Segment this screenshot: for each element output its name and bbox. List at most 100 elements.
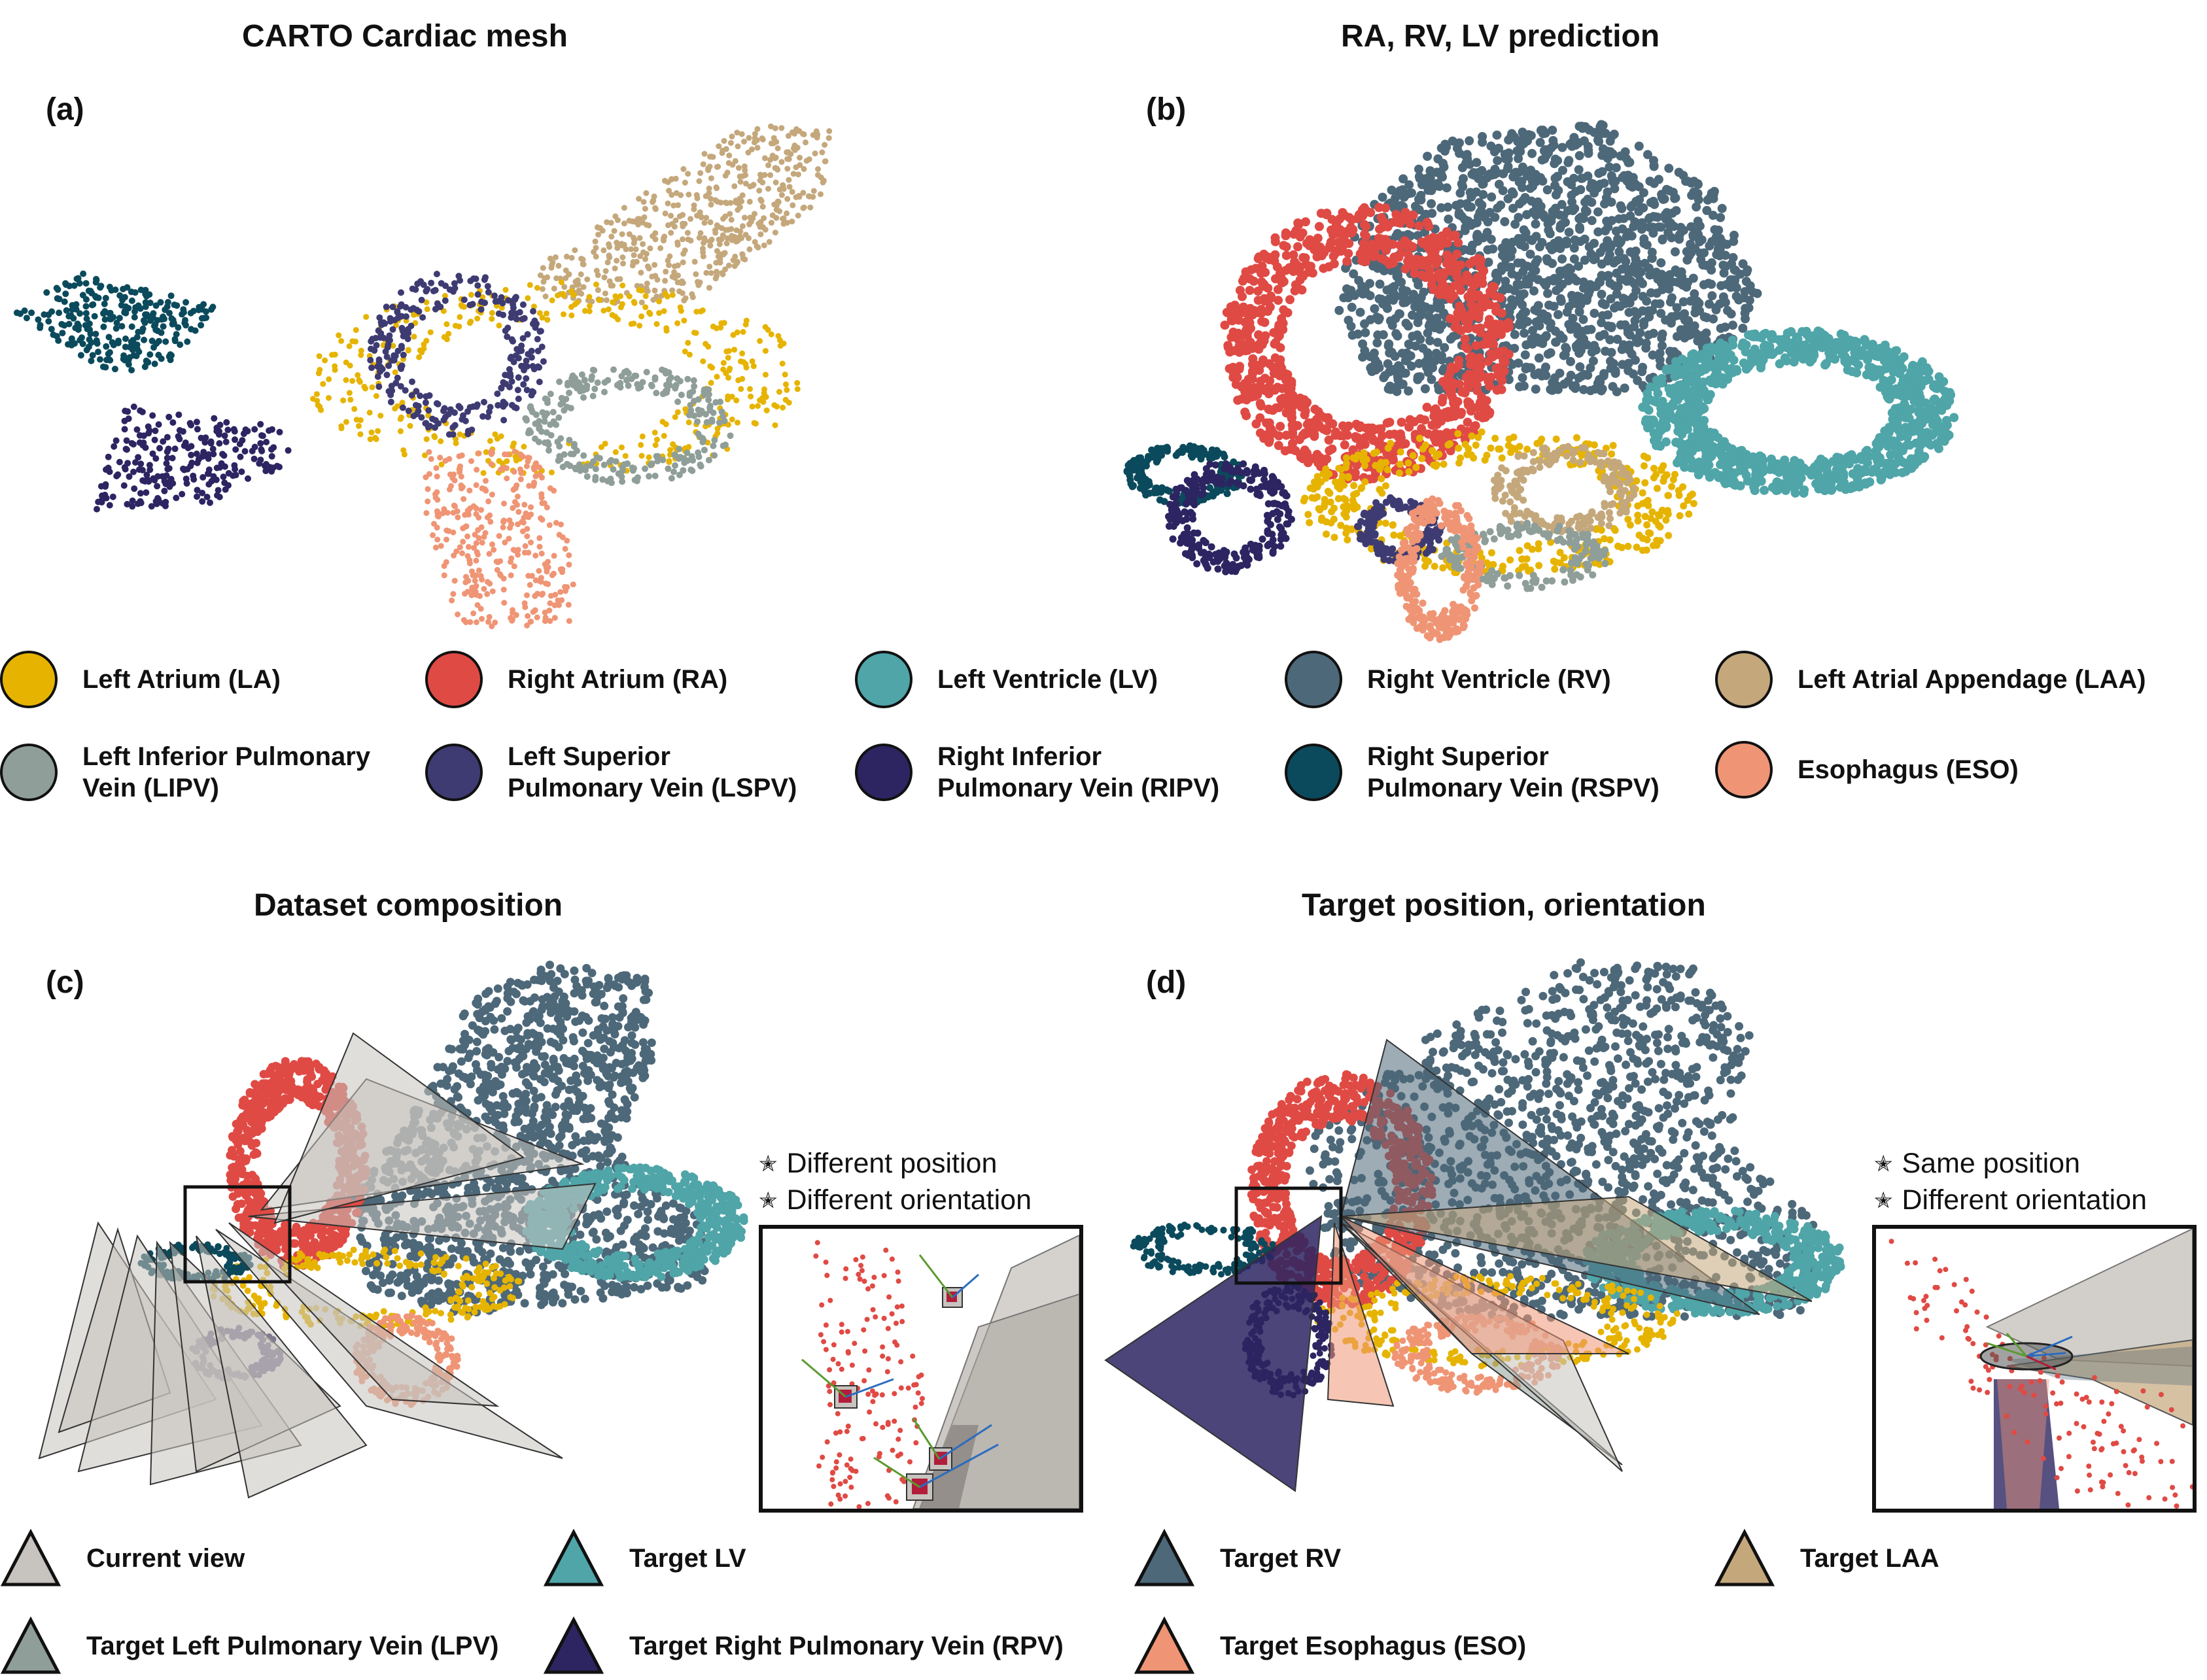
- mesh-point: [1686, 329, 1695, 339]
- mesh-point: [1427, 209, 1437, 218]
- mesh-point: [773, 179, 779, 186]
- mesh-point: [510, 487, 517, 493]
- mesh-point: [128, 367, 135, 373]
- mesh-point: [224, 426, 232, 434]
- mesh-point: [722, 173, 729, 179]
- mesh-point: [377, 413, 384, 419]
- mesh-point: [1741, 470, 1751, 480]
- mesh-point: [231, 462, 238, 469]
- mesh-point: [478, 524, 485, 530]
- mesh-point: [120, 482, 128, 489]
- mesh-point: [703, 193, 709, 199]
- mesh-point: [542, 609, 548, 616]
- mesh-point: [361, 383, 368, 390]
- mesh-point: [1580, 234, 1590, 244]
- mesh-point: [1513, 258, 1523, 268]
- mesh-point: [1608, 177, 1618, 187]
- mesh-point: [701, 150, 708, 157]
- mesh-point: [461, 296, 468, 303]
- mesh-point: [1716, 324, 1726, 334]
- mesh-point: [75, 322, 82, 330]
- mesh-point: [751, 420, 757, 426]
- mesh-point: [398, 301, 405, 308]
- mesh-point: [1639, 234, 1649, 244]
- mesh-point: [468, 592, 475, 598]
- mesh-point: [648, 381, 655, 388]
- mesh-point: [1557, 254, 1567, 264]
- mesh-point: [358, 352, 364, 358]
- mesh-point: [470, 610, 477, 617]
- mesh-point: [123, 437, 130, 444]
- mesh-point: [480, 470, 487, 476]
- mesh-point: [1601, 347, 1610, 356]
- mesh-point: [759, 135, 765, 141]
- mesh-point: [139, 477, 147, 484]
- mesh-point: [1711, 305, 1721, 315]
- mesh-point: [1590, 341, 1599, 351]
- mesh-point: [1737, 445, 1746, 455]
- mesh-point: [746, 221, 752, 228]
- mesh-point: [121, 426, 128, 433]
- mesh-point: [1748, 330, 1757, 339]
- mesh-point: [593, 253, 599, 260]
- mesh-point: [1652, 375, 1661, 385]
- mesh-point: [537, 272, 544, 279]
- mesh-point: [1862, 370, 1871, 379]
- mesh-point: [422, 452, 428, 458]
- mesh-point: [680, 220, 686, 227]
- mesh-point: [458, 473, 464, 480]
- mesh-point: [533, 460, 539, 466]
- mesh-point: [1535, 137, 1545, 147]
- mesh-point: [1546, 318, 1555, 328]
- mesh-point: [1391, 292, 1401, 301]
- mesh-point: [1649, 428, 1659, 438]
- mesh-point: [71, 340, 78, 347]
- mesh-point: [1905, 440, 1915, 450]
- mesh-point: [462, 511, 468, 518]
- mesh-point: [363, 314, 370, 320]
- mesh-point: [79, 292, 86, 299]
- mesh-point: [1724, 365, 1733, 375]
- mesh-point: [508, 336, 515, 343]
- mesh-point: [1660, 277, 1669, 287]
- mesh-point: [152, 455, 160, 462]
- mesh-point: [1718, 379, 1728, 389]
- mesh-point: [154, 494, 162, 502]
- mesh-point: [1625, 247, 1635, 257]
- mesh-point: [1635, 328, 1645, 337]
- mesh-point: [1601, 193, 1611, 203]
- mesh-point: [131, 485, 138, 492]
- mesh-point: [566, 552, 572, 558]
- mesh-point: [1597, 271, 1607, 281]
- mesh-point: [537, 328, 544, 335]
- mesh-point: [553, 520, 559, 526]
- mesh-point: [443, 536, 449, 543]
- mesh-point: [183, 480, 190, 487]
- mesh-point: [523, 357, 530, 364]
- mesh-point: [173, 331, 180, 338]
- mesh-point: [576, 287, 582, 294]
- mesh-point: [1442, 183, 1451, 193]
- mesh-point: [1741, 460, 1750, 470]
- mesh-point: [215, 487, 222, 494]
- mesh-point: [470, 572, 476, 579]
- mesh-point: [786, 400, 792, 406]
- mesh-point: [725, 160, 732, 166]
- mesh-point: [385, 362, 392, 369]
- mesh-point: [1595, 248, 1605, 257]
- mesh-point: [1720, 479, 1730, 489]
- mesh-point: [62, 290, 69, 298]
- mesh-point: [521, 600, 528, 606]
- mesh-point: [549, 297, 555, 303]
- mesh-point: [637, 253, 644, 260]
- mesh-point: [761, 172, 768, 178]
- mesh-point: [349, 378, 356, 384]
- mesh-point: [786, 177, 792, 183]
- mesh-point: [621, 205, 627, 211]
- mesh-point: [184, 466, 191, 473]
- mesh-point: [1645, 177, 1655, 186]
- mesh-point: [642, 304, 649, 311]
- mesh-point: [536, 535, 543, 541]
- mesh-point: [755, 245, 761, 250]
- mesh-point: [1906, 389, 1916, 399]
